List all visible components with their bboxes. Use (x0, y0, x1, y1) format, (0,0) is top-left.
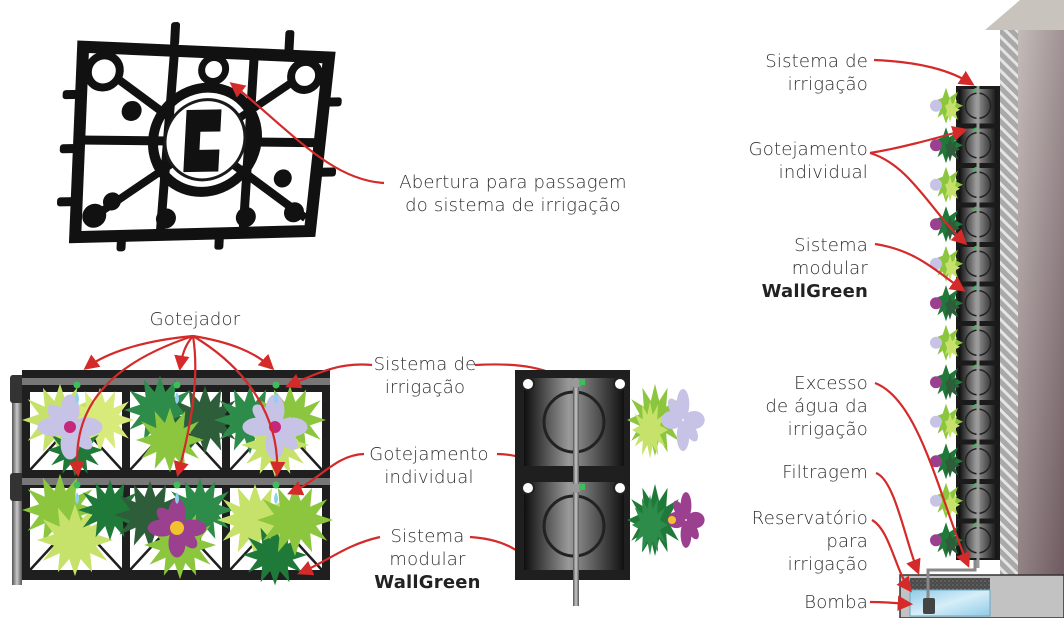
label-line: irrigação (787, 74, 868, 95)
wall-flower (930, 139, 942, 152)
label-line: Reservatório (751, 508, 868, 529)
label-wall-reservoir: Reservatório para irrigação (740, 507, 868, 576)
label-wall-pump: Bomba (740, 591, 868, 614)
module-photo (56, 22, 342, 252)
wall-flower (930, 99, 942, 112)
wall-flower (930, 494, 942, 507)
label-line: Gotejamento (748, 139, 868, 160)
label-line: individual (778, 162, 868, 183)
label-line: de água da (765, 396, 868, 417)
label-gotejador: Gotejador (130, 308, 260, 331)
brand-wallgreen: WallGreen (761, 281, 868, 302)
front-view-panel (10, 370, 333, 586)
label-opening-line2: do sistema de irrigação (405, 195, 621, 216)
label-line: Filtragem (782, 462, 868, 483)
label-center-modular: Sistema modular WallGreen (365, 525, 490, 594)
label-wall-irrigation: Sistema de irrigação (740, 50, 868, 96)
label-wall-excess: Excesso de água da irrigação (740, 372, 868, 441)
brand-wallgreen: WallGreen (374, 572, 481, 593)
label-line: Excesso (794, 373, 868, 394)
wall-irrigation-pipe (976, 86, 980, 568)
wall-label-arrows (869, 58, 975, 611)
label-line: Bomba (804, 592, 868, 613)
wall-flower (930, 336, 942, 349)
label-line: irrigação (384, 377, 466, 398)
label-line: irrigação (787, 554, 868, 575)
label-opening-callout: Abertura para passagem do sistema de irr… (388, 171, 638, 217)
label-line: modular (389, 549, 466, 570)
wall-section (899, 0, 1064, 618)
label-center-drip: Gotejamento individual (360, 443, 498, 489)
wall-flower (930, 455, 942, 468)
label-line: irrigação (787, 419, 868, 440)
label-line: individual (384, 467, 474, 488)
wall-flower (930, 534, 942, 547)
label-line: Sistema de (373, 354, 477, 375)
wall-flower (930, 218, 942, 231)
label-line: Sistema (794, 235, 868, 256)
wall-flower (930, 178, 942, 191)
label-gotejador-text: Gotejador (149, 309, 241, 330)
side-view-modules (515, 370, 705, 606)
callout-arrow-opening (229, 82, 385, 185)
label-line: Sistema (390, 526, 465, 547)
label-line: para (826, 531, 868, 552)
label-line: Sistema de (765, 51, 868, 72)
label-line: Gotejamento (369, 444, 489, 465)
label-line: modular (791, 258, 868, 279)
label-center-irrigation: Sistema de irrigação (365, 353, 485, 399)
wall-flower (930, 376, 942, 389)
wall-flower (930, 257, 942, 270)
wall-flower (930, 415, 942, 428)
wall-flower (930, 297, 942, 310)
label-wall-filter: Filtragem (740, 461, 868, 484)
label-opening-line1: Abertura para passagem (399, 172, 627, 193)
gotejador-arrows (69, 334, 286, 478)
label-wall-drip: Gotejamento individual (730, 138, 868, 184)
label-wall-modular: Sistema modular WallGreen (740, 234, 868, 303)
